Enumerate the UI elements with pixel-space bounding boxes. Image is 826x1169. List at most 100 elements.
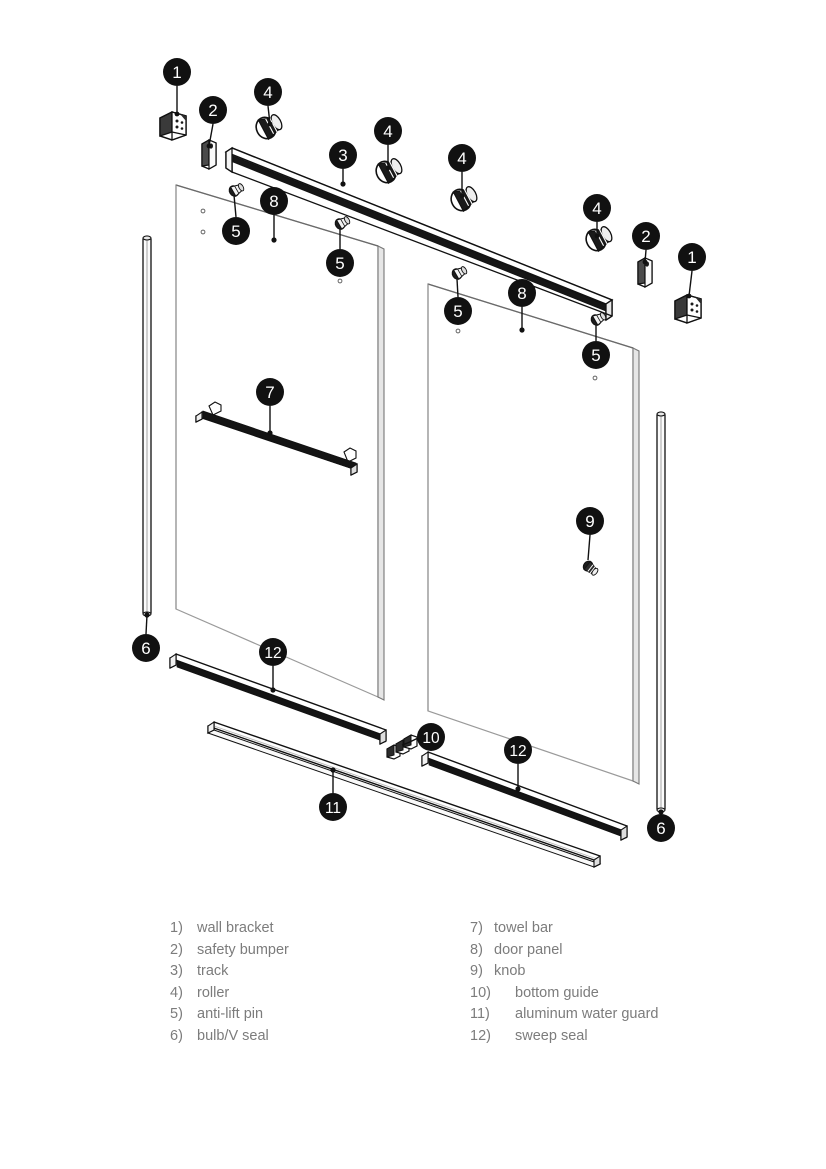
legend-item-number: 7) bbox=[470, 920, 483, 936]
balloon-number: 1 bbox=[687, 248, 696, 267]
balloon-disc bbox=[132, 634, 160, 662]
part-roller-3 bbox=[446, 184, 480, 215]
legend-item: 11) aluminum water guard bbox=[470, 1004, 658, 1026]
part-anti-lift-pin-1 bbox=[226, 181, 246, 199]
part-roller-1 bbox=[251, 112, 285, 143]
balloon-number: 4 bbox=[457, 149, 466, 168]
legend-item-number: 10) bbox=[470, 984, 491, 1001]
legend-item: 9)knob bbox=[470, 961, 658, 983]
legend-item-label: bulb/V seal bbox=[197, 1027, 269, 1044]
legend-item: 6)bulb/V seal bbox=[170, 1026, 289, 1048]
balloon-number: 5 bbox=[453, 302, 462, 321]
part-anti-lift-pin-4 bbox=[588, 310, 608, 328]
balloon-number: 12 bbox=[264, 645, 281, 662]
balloon-disc bbox=[582, 341, 610, 369]
legend-item-label: aluminum water guard bbox=[515, 1006, 659, 1022]
balloon-number: 8 bbox=[269, 192, 278, 211]
callout-balloon-1: 1 bbox=[163, 58, 191, 86]
part-roller-4 bbox=[581, 224, 615, 255]
legend-item: 8) door panel bbox=[470, 940, 658, 962]
balloon-number: 1 bbox=[172, 63, 181, 82]
balloon-disc bbox=[448, 144, 476, 172]
callout-balloon-12: 12 bbox=[259, 638, 287, 666]
legend-item-label: safety bumper bbox=[197, 941, 289, 958]
legend-item-number: 9) bbox=[470, 963, 483, 979]
balloon-disc bbox=[319, 793, 347, 821]
legend-item-label: sweep seal bbox=[515, 1027, 588, 1044]
callout-balloon-5: 5 bbox=[222, 217, 250, 245]
balloon-disc bbox=[259, 638, 287, 666]
callout-balloon-6: 6 bbox=[132, 634, 160, 662]
callout-balloon-3: 3 bbox=[329, 141, 357, 169]
legend-item-label: roller bbox=[197, 984, 230, 1001]
part-wall-bracket-right bbox=[674, 294, 702, 324]
legend-item-label: bottom guide bbox=[515, 984, 599, 1001]
leader-endpoint-dots bbox=[144, 111, 692, 815]
legend-item: 2) safety bumper bbox=[170, 940, 289, 962]
legend-item-label: towel bar bbox=[494, 920, 553, 936]
part-wall-bracket-left bbox=[159, 111, 187, 141]
balloon-number: 12 bbox=[509, 743, 526, 760]
balloon-disc bbox=[583, 194, 611, 222]
legend-item-label: wall bracket bbox=[197, 920, 274, 936]
legend-item: 5)anti-lift pin bbox=[170, 1004, 289, 1026]
legend-item-label: anti-lift pin bbox=[197, 1006, 264, 1022]
callout-balloon-1: 1 bbox=[678, 243, 706, 271]
legend-item-number: 4) bbox=[170, 984, 183, 1001]
callout-balloon-4: 4 bbox=[254, 78, 282, 106]
part-anti-lift-pin-3 bbox=[449, 264, 469, 282]
balloon-disc bbox=[576, 507, 604, 535]
callout-balloon-6: 6 bbox=[647, 814, 675, 842]
balloon-number: 8 bbox=[517, 284, 526, 303]
callout-balloon-8: 8 bbox=[260, 187, 288, 215]
balloon-number: 4 bbox=[383, 122, 392, 141]
callout-balloon-4: 4 bbox=[374, 117, 402, 145]
legend-item-number: 3) bbox=[170, 963, 183, 979]
balloon-disc bbox=[260, 187, 288, 215]
balloon-disc bbox=[329, 141, 357, 169]
balloon-disc bbox=[256, 378, 284, 406]
balloon-number: 11 bbox=[325, 800, 341, 817]
balloon-number: 2 bbox=[641, 227, 650, 246]
legend-item-number: 8) bbox=[470, 941, 483, 958]
legend-item: 4) roller bbox=[170, 983, 289, 1005]
callout-balloon-12: 12 bbox=[504, 736, 532, 764]
balloon-disc bbox=[647, 814, 675, 842]
balloon-disc bbox=[254, 78, 282, 106]
callout-balloon-7: 7 bbox=[256, 378, 284, 406]
legend-item: 1)wall bracket bbox=[170, 918, 289, 940]
callout-balloon-5: 5 bbox=[582, 341, 610, 369]
callout-balloon-10: 10 bbox=[417, 723, 445, 751]
legend-item: 12)sweep seal bbox=[470, 1026, 658, 1048]
legend-item: 7) towel bar bbox=[470, 918, 658, 940]
balloon-number: 6 bbox=[141, 639, 150, 658]
balloon-disc bbox=[678, 243, 706, 271]
callout-balloon-2: 2 bbox=[199, 96, 227, 124]
legend-item-label: door panel bbox=[494, 941, 563, 958]
balloon-number: 5 bbox=[591, 346, 600, 365]
callout-balloon-4: 4 bbox=[448, 144, 476, 172]
part-towel-bar bbox=[195, 401, 358, 476]
balloon-number: 6 bbox=[656, 819, 665, 838]
balloon-number: 9 bbox=[585, 512, 594, 531]
part-aluminum-water-guard bbox=[206, 720, 602, 868]
part-sweep-seal-left bbox=[169, 652, 387, 745]
legend-item-number: 11) bbox=[470, 1006, 490, 1022]
callout-balloon-11: 11 bbox=[319, 793, 347, 821]
legend-item: 10) bottom guide bbox=[470, 983, 658, 1005]
balloon-number: 2 bbox=[208, 101, 217, 120]
balloon-number: 5 bbox=[231, 222, 240, 241]
part-track bbox=[224, 146, 614, 322]
balloon-disc bbox=[508, 279, 536, 307]
callout-balloon-5: 5 bbox=[444, 297, 472, 325]
part-bulb-v-seal-left bbox=[142, 235, 152, 617]
balloon-number: 4 bbox=[263, 83, 272, 102]
callout-balloon-2: 2 bbox=[632, 222, 660, 250]
legend-item-number: 2) bbox=[170, 941, 183, 958]
balloon-number: 3 bbox=[338, 146, 347, 165]
part-sweep-seal-right bbox=[421, 750, 628, 841]
